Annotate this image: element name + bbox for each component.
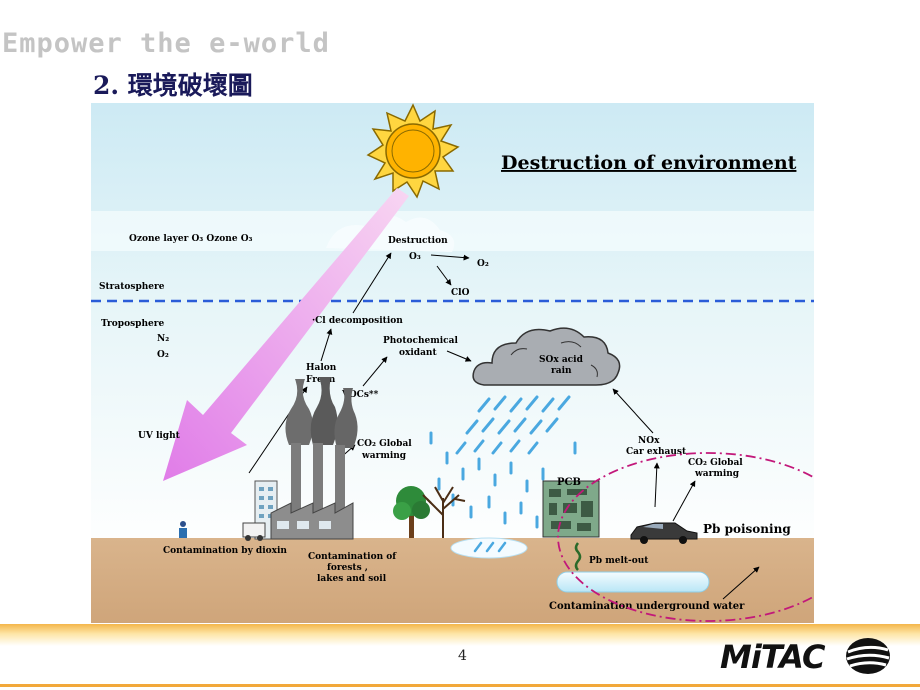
arrow-halon-cl xyxy=(320,328,333,362)
arrow-vocs-oxidant xyxy=(362,356,388,387)
label-uv-light: UV light xyxy=(138,431,181,441)
mitac-globe-icon xyxy=(846,638,890,674)
label-forests-2: forests , xyxy=(327,563,368,573)
arrow-pb-poisoning xyxy=(722,566,760,600)
label-o3: O₃ xyxy=(409,252,421,262)
label-pb-meltout: Pb melt-out xyxy=(589,556,649,566)
label-ozone-layer: Ozone layer O₃ Ozone O₃ xyxy=(129,234,253,244)
label-warming: warming xyxy=(361,451,407,461)
label-co2-global: CO₂ Global xyxy=(357,439,412,449)
label-troposphere: Troposphere xyxy=(101,319,164,329)
uv-light-arrow xyxy=(163,188,409,481)
car-icon xyxy=(630,522,698,544)
arrow-o3-clo xyxy=(436,265,452,286)
tagline: Empower the e-world xyxy=(2,28,330,59)
tree-icon xyxy=(393,486,430,538)
label-halon: Halon xyxy=(306,363,337,373)
label-clo: ClO xyxy=(451,288,470,298)
label-sox: SOx acid xyxy=(539,355,584,365)
label-oxidant: oxidant xyxy=(399,348,437,358)
arrow-car-co2 xyxy=(672,480,696,522)
label-stratosphere: Stratosphere xyxy=(99,282,165,292)
acid-rain xyxy=(429,395,577,529)
sun-icon xyxy=(366,103,460,199)
label-forests-1: Contamination of xyxy=(308,552,397,562)
label-n2: N₂ xyxy=(157,334,169,344)
label-pb-poisoning: Pb poisoning xyxy=(703,522,791,536)
label-car-exhaust: Car exhaust xyxy=(626,447,687,457)
acid-rain-cloud-icon xyxy=(472,327,621,386)
logo-text: MiTAC xyxy=(720,638,826,676)
arrow-o3-o2 xyxy=(430,254,470,261)
label-photochemical: Photochemical xyxy=(383,336,458,346)
arrow-nox-cloud xyxy=(612,388,654,434)
label-warming-right: warming xyxy=(694,469,740,479)
dead-tree-icon xyxy=(422,486,466,538)
label-dioxin: Contamination by dioxin xyxy=(163,546,287,556)
person-icon xyxy=(179,521,187,538)
label-destruction: Destruction xyxy=(388,236,448,246)
label-o2-right: O₂ xyxy=(477,259,489,269)
label-vocs: VOCs** xyxy=(341,390,379,400)
pb-contamination-circle xyxy=(557,452,814,622)
label-nox: NOx xyxy=(638,436,660,446)
slide-title: 2. 環境破壞圖 xyxy=(93,71,253,100)
label-forests-3: lakes and soil xyxy=(317,574,387,584)
page-number: 4 xyxy=(458,648,467,664)
arrow-oxidant-cloud xyxy=(446,350,472,362)
label-pcb: PCB xyxy=(557,477,581,488)
label-o2: O₂ xyxy=(157,350,169,360)
label-underground: Contamination underground water xyxy=(549,601,745,612)
label-rain: rain xyxy=(551,366,572,376)
mitac-logo: MiTAC xyxy=(720,638,890,676)
factory-icon xyxy=(242,377,358,541)
sky xyxy=(91,103,814,538)
diagram-heading: Destruction of environment xyxy=(501,152,797,174)
environment-diagram: Destruction of environment Ozone layer O… xyxy=(91,103,814,623)
footer-line xyxy=(0,684,920,687)
label-co2-global-right: CO₂ Global xyxy=(688,458,743,468)
arrow-car-nox xyxy=(653,462,660,508)
pb-meltout-squiggle xyxy=(574,542,582,571)
underground-water xyxy=(556,571,710,593)
arrow-cl-destruction xyxy=(352,252,392,314)
pcb-board-icon xyxy=(542,480,600,538)
footer-band xyxy=(0,624,920,684)
label-cl-decomposition: ·Cl decomposition xyxy=(312,316,403,326)
